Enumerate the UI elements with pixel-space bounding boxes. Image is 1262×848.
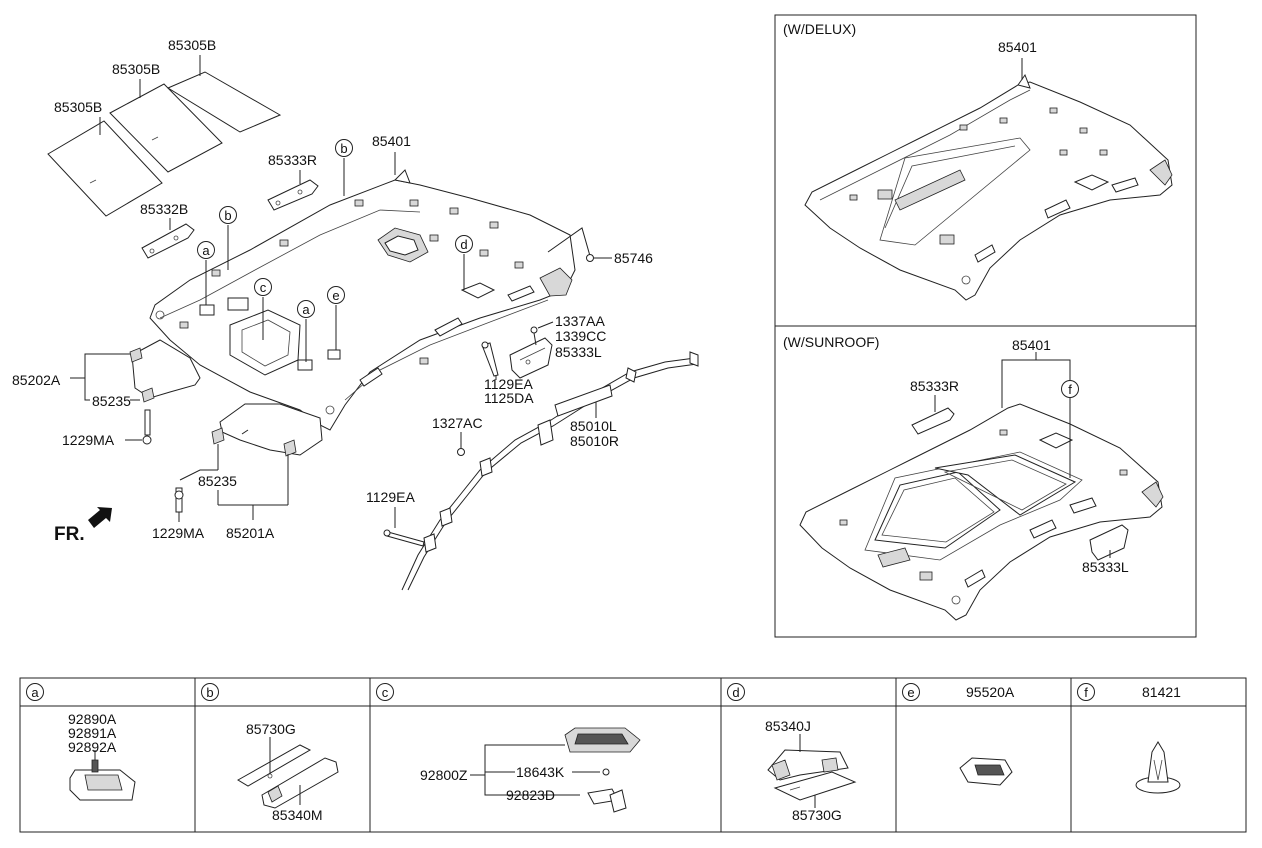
label-85333r: 85333R [268, 152, 317, 168]
label-85332b: 85332B [140, 201, 188, 217]
label-85235-right: 85235 [198, 473, 237, 489]
label-1125da: 1125DA [484, 390, 534, 406]
label-sunroof-85333l: 85333L [1082, 559, 1129, 575]
bracket-85333l-sunroof [1089, 524, 1129, 561]
label-front: FR. [54, 524, 85, 545]
label-1327ac: 1327AC [432, 415, 483, 431]
legend-a-part-1: 92890A [68, 711, 117, 727]
label-85202a: 85202A [12, 372, 61, 388]
headliner-delux [804, 73, 1173, 301]
delux-title: (W/DELUX) [783, 21, 856, 37]
label-85010l: 85010L [570, 418, 617, 434]
map-lamp-icon [69, 759, 136, 801]
sun-visor-85202a [129, 339, 201, 403]
legend-c-p1: 18643K [516, 764, 565, 780]
assist-bezel-icon [767, 749, 857, 801]
bolt-1129ea-lower-icon [383, 529, 425, 547]
sun-visor-85201a [211, 403, 323, 457]
label-85235-left: 85235 [92, 393, 131, 409]
legend-letter-c: c [382, 685, 389, 700]
callout-b-lower: b [224, 208, 231, 223]
label-1339cc: 1339CC [555, 328, 606, 344]
callout-b-upper: b [340, 141, 347, 156]
legend-c-main: 92800Z [420, 767, 468, 783]
legend-b-top: 85730G [246, 721, 296, 737]
bolt-1129ea-upper-icon [481, 341, 499, 377]
label-85305b-rear: 85305B [168, 37, 216, 53]
legend-table [19, 677, 1247, 833]
callout-a-left: a [202, 243, 210, 258]
label-1129ea-upper: 1129EA [484, 376, 533, 392]
clip-85746-icon [586, 254, 594, 262]
label-1337aa: 1337AA [555, 313, 605, 329]
callout-f: f [1068, 382, 1072, 397]
legend-a-part-3: 92892A [68, 739, 117, 755]
callout-d: d [460, 237, 467, 252]
label-85401: 85401 [372, 133, 411, 149]
label-1129ea-lower: 1129EA [366, 489, 415, 505]
label-85746: 85746 [614, 250, 653, 266]
legend-a-part-2: 92891A [68, 725, 117, 741]
callout-c: c [260, 280, 267, 295]
legend-d-bottom: 85730G [792, 807, 842, 823]
overhead-console-icon [564, 727, 641, 813]
label-85333l: 85333L [555, 344, 602, 360]
push-clip-81421-icon [1135, 741, 1181, 794]
inset-labels: (W/DELUX) 85401 (W/SUNROOF) 85401 85333R… [783, 21, 1129, 575]
main-labels: 85305B 85305B 85305B 85333R 85401 85332B… [12, 37, 653, 545]
legend-letter-b: b [206, 685, 213, 700]
label-sunroof-85333r: 85333R [910, 378, 959, 394]
pad-85305b-front [47, 120, 163, 217]
legend-letter-a: a [31, 685, 39, 700]
screw-1229ma-left-icon [142, 409, 152, 445]
bracket-85333l [509, 337, 553, 379]
label-85201a: 85201A [226, 525, 275, 541]
legend-labels: 92890A 92891A 92892A 85730G 85340M 92800… [68, 684, 1181, 823]
grab-handle-icon [237, 744, 339, 809]
bracket-85333r [267, 179, 319, 211]
label-delux-85401: 85401 [998, 39, 1037, 55]
nut-1327ac-icon [457, 448, 465, 456]
legend-d-top: 85340J [765, 718, 811, 734]
callout-e: e [332, 288, 339, 303]
legend-letter-e: e [907, 685, 914, 700]
front-arrow-icon [88, 507, 112, 528]
label-1229ma-right: 1229MA [152, 525, 205, 541]
screw-1337aa-icon [530, 326, 538, 334]
label-1229ma-left: 1229MA [62, 432, 115, 448]
sunroof-title: (W/SUNROOF) [783, 334, 879, 350]
pad-85305b-middle [109, 83, 223, 173]
headliner-sunroof [799, 403, 1164, 621]
curtain-airbag-85010 [401, 351, 699, 591]
pad-85305b-rear [166, 71, 282, 133]
legend-e-header: 95520A [966, 684, 1015, 700]
callout-a-right: a [302, 302, 310, 317]
sunroof-inset-box [774, 325, 1197, 638]
label-85010r: 85010R [570, 433, 619, 449]
legend-letter-d: d [732, 685, 739, 700]
screw-1229ma-right-icon [174, 487, 184, 513]
label-85305b-middle: 85305B [112, 61, 160, 77]
bracket-85333r-sunroof [911, 407, 955, 435]
label-85305b-front: 85305B [54, 99, 102, 115]
legend-letter-f: f [1084, 685, 1088, 700]
bracket-85332b [141, 223, 195, 259]
legend-c-p2: 92823D [506, 787, 555, 803]
label-sunroof-85401: 85401 [1012, 337, 1051, 353]
legend-b-bottom: 85340M [272, 807, 323, 823]
legend-f-header: 81421 [1142, 684, 1181, 700]
clip-95520a-icon [959, 757, 1013, 786]
